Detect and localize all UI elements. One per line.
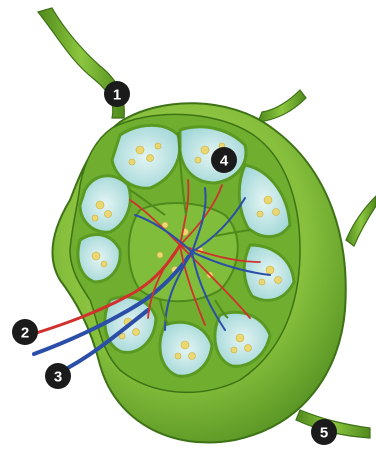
callout-4-label: 4	[220, 153, 229, 170]
afferent-lymph-vessel-right	[258, 90, 306, 122]
callout-1-label: 1	[113, 87, 121, 104]
callout-2-label: 2	[21, 325, 29, 342]
callout-5: 5	[311, 419, 337, 445]
callout-5-label: 5	[320, 425, 328, 442]
callout-1: 1	[104, 81, 130, 107]
callout-2: 2	[12, 319, 38, 345]
callout-3-label: 3	[54, 369, 62, 386]
callout-4: 4	[211, 147, 237, 173]
callout-3: 3	[45, 363, 71, 389]
afferent-lymph-vessel-side	[346, 196, 376, 246]
